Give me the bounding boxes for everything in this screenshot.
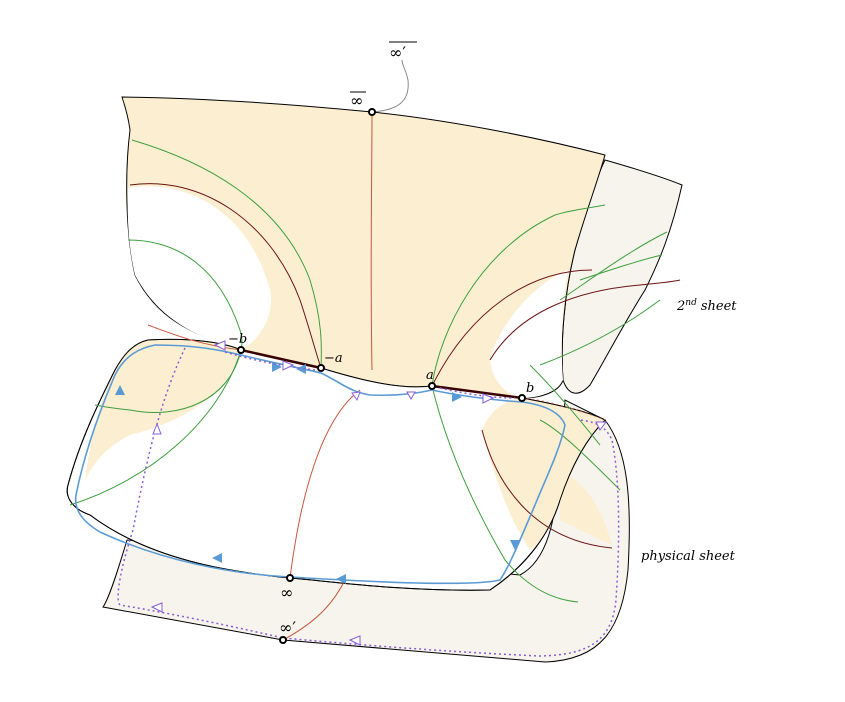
- red-contours: [129, 111, 681, 641]
- point-neg-b: [237, 346, 245, 354]
- label-inf-prime: ∞′: [279, 618, 296, 637]
- physical-sheet-left-shade: [85, 339, 241, 480]
- point-inf-prime: [279, 636, 287, 644]
- point-b: [518, 394, 526, 402]
- point-neg-a: [317, 364, 325, 372]
- second-sheet-left-hole: [127, 186, 271, 350]
- label-neg-b: −b: [228, 332, 247, 347]
- blue-contour-path: [74, 344, 566, 585]
- purple-hollow-arrows: [150, 340, 607, 646]
- label-physical-sheet: physical sheet: [641, 549, 736, 564]
- label-b: b: [526, 381, 534, 396]
- physical-sheet-right-shade: [482, 398, 605, 550]
- label-neg-a: −a: [324, 351, 343, 366]
- label-inf: ∞: [280, 583, 293, 602]
- green-contours: [69, 139, 668, 603]
- point-a: [428, 382, 436, 390]
- second-sheet-number: 2: [676, 299, 685, 314]
- label-inf-bar: ∞: [350, 91, 363, 110]
- point-inf: [286, 574, 294, 582]
- right-inner-shade: [560, 470, 612, 545]
- label-a: a: [426, 368, 434, 383]
- marked-points: [237, 108, 526, 644]
- leader-line: [371, 59, 409, 113]
- label-inf-bar-prime: ∞′: [389, 43, 406, 62]
- second-sheet-word: sheet: [701, 299, 737, 314]
- point-inf-bar: [368, 108, 376, 116]
- purple-dotted-paths: [117, 347, 620, 657]
- second-sheet-right-hole: [490, 270, 568, 398]
- branch-cuts: [240, 348, 523, 400]
- second-sheet-superscript: nd: [685, 298, 697, 308]
